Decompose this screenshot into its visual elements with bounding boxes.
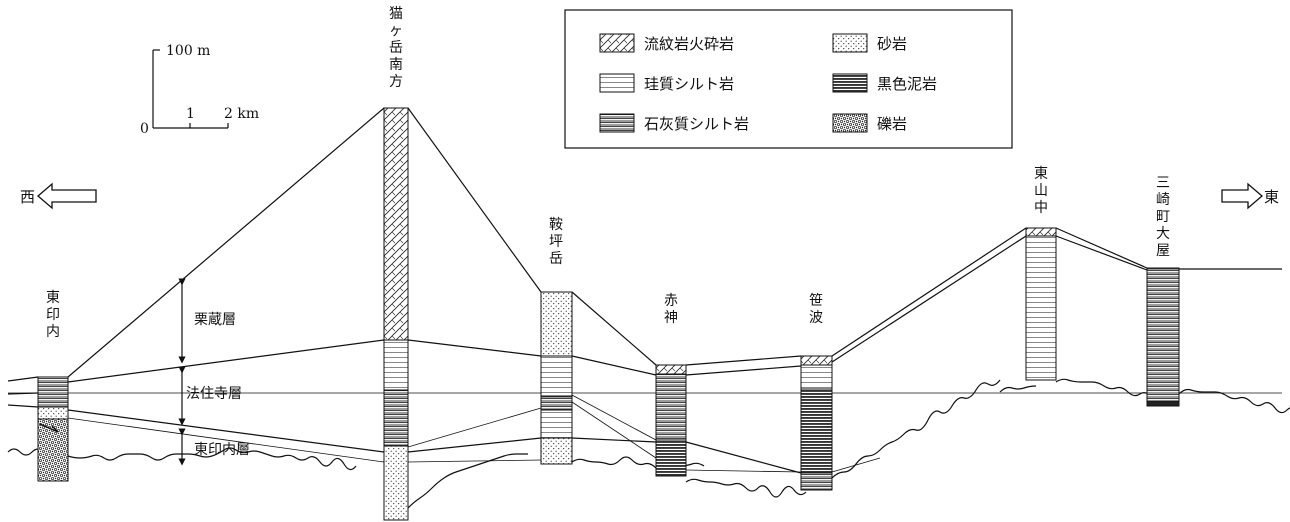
legend-swatch-mudstone xyxy=(832,73,868,93)
scale-bar: 100 m 0 1 2 km xyxy=(140,43,259,137)
formation-label-higashiinnai: 東印内層 xyxy=(194,442,250,458)
column-akagami xyxy=(655,364,687,477)
site-label-kuratsubodake: 鞍坪岳 xyxy=(549,217,563,267)
scale-one-label: 1 xyxy=(186,106,195,122)
site-label-nekogatake: 猫ヶ岳南方 xyxy=(389,6,403,90)
legend-swatch-conglom xyxy=(832,113,868,133)
west-arrow-icon xyxy=(37,182,97,210)
legend-label-sandstone: 砂岩 xyxy=(877,35,907,53)
column-misaki-oya xyxy=(1146,267,1180,407)
legend: 流紋岩火砕岩 砂岩 珪質シルト岩 黒色泥岩 石灰質シルト岩 礫岩 xyxy=(564,9,1013,149)
column-nekogatake xyxy=(383,107,409,521)
column-higashiinnai xyxy=(37,376,69,482)
legend-label-mudstone: 黒色泥岩 xyxy=(877,75,937,93)
legend-label-conglom: 礫岩 xyxy=(877,115,907,133)
legend-swatch-sandstone xyxy=(832,33,868,53)
site-label-sasanami: 笹波 xyxy=(809,293,823,326)
legend-swatch-siliceous xyxy=(599,73,635,93)
site-label-akagami: 赤神 xyxy=(664,293,678,326)
east-arrow: 東 xyxy=(1221,182,1279,210)
site-label-higashiyamanaka: 東山中 xyxy=(1034,166,1048,216)
column-sasanami xyxy=(800,355,833,491)
scale-vertical-label: 100 m xyxy=(166,43,210,59)
site-label-misaki-oya: 三崎町大屋 xyxy=(1156,175,1170,259)
west-arrow: 西 xyxy=(20,182,97,210)
east-arrow-icon xyxy=(1221,182,1263,210)
legend-label-calc: 石灰質シルト岩 xyxy=(644,115,749,133)
scale-zero-label: 0 xyxy=(140,121,149,137)
legend-swatch-calc xyxy=(599,113,635,133)
column-kuratsubodake xyxy=(540,291,573,465)
legend-label-siliceous: 珪質シルト岩 xyxy=(644,75,734,93)
legend-swatch-rhyolite xyxy=(599,33,635,53)
site-label-higashiinnai: 東印内 xyxy=(46,290,60,340)
column-higashiyamanaka xyxy=(1025,227,1057,381)
legend-box xyxy=(564,9,1013,149)
west-label: 西 xyxy=(20,188,35,206)
topography-lines xyxy=(7,107,1282,474)
east-label: 東 xyxy=(1264,188,1279,206)
scale-two-label: 2 km xyxy=(224,106,259,122)
legend-label-rhyolite: 流紋岩火砕岩 xyxy=(644,35,734,53)
formation-label-hojuji: 法住寺層 xyxy=(186,386,242,402)
formation-label-kurikura: 栗蔵層 xyxy=(194,312,236,328)
